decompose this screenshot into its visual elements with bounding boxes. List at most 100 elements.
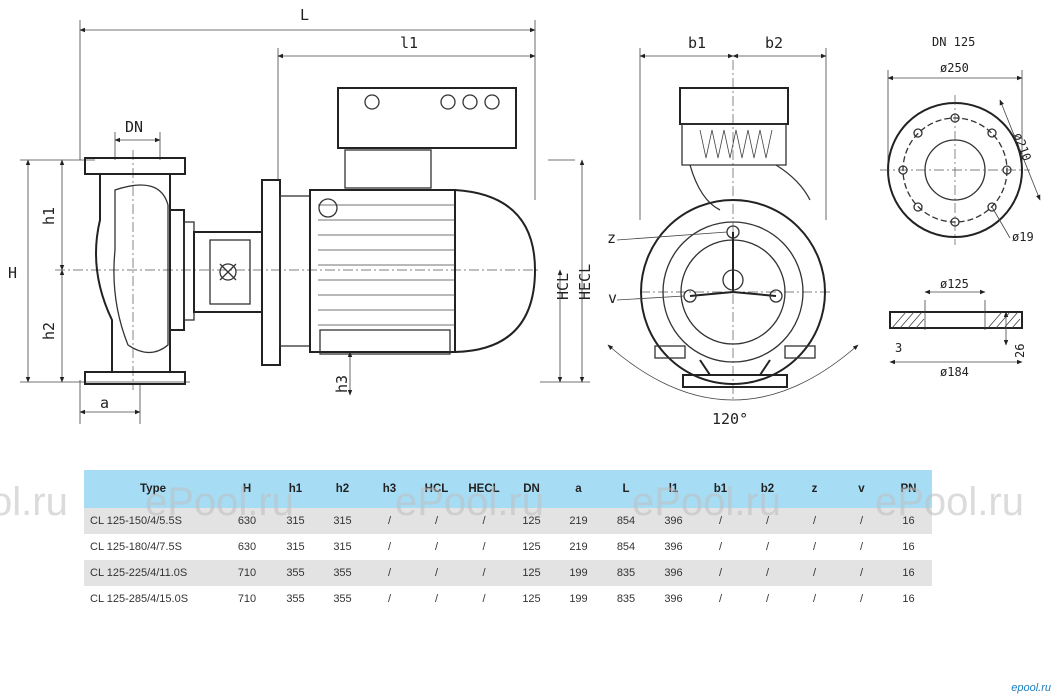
table-cell: / bbox=[482, 541, 486, 553]
table-cell: 16 bbox=[902, 541, 915, 553]
col-header: HCL bbox=[413, 470, 460, 508]
table-cell: / bbox=[765, 541, 770, 553]
col-header: PN bbox=[885, 470, 932, 508]
dim-h1-label: h1 bbox=[40, 207, 58, 225]
table-cell: 396 bbox=[664, 541, 683, 553]
table-cell: 355 bbox=[333, 593, 352, 605]
cell-type: CL 125-180/4/7.5S bbox=[90, 541, 182, 553]
dim-h2-label: h2 bbox=[40, 322, 58, 340]
table-row: CL 125-180/4/7.5S 630 315 315 / / / 125 219 854 39… bbox=[84, 534, 932, 560]
dim-h3-label: h3 bbox=[333, 375, 351, 393]
table-cell: / bbox=[859, 593, 864, 605]
table-cell: 125 bbox=[522, 541, 541, 553]
cell-type: CL 125-225/4/11.0S bbox=[84, 560, 222, 586]
table-cell: 396 bbox=[650, 560, 697, 586]
table-cell: 315 bbox=[333, 541, 352, 553]
table-cell: 355 bbox=[272, 560, 319, 586]
table-cell: 199 bbox=[569, 593, 588, 605]
col-header: b1 bbox=[697, 470, 744, 508]
dim-DN-label: DN bbox=[125, 118, 143, 136]
flange-d250: ø250 bbox=[940, 61, 969, 75]
table-cell: / bbox=[744, 508, 791, 534]
front-view: b1 b2 z v 120° bbox=[607, 34, 859, 428]
col-header: l1 bbox=[650, 470, 697, 508]
table-cell: 630 bbox=[237, 541, 257, 553]
col-header: L bbox=[602, 470, 650, 508]
table-header-row: Type H h1 h2 h3 HCL HECL DN a L l1 b1 b2… bbox=[84, 470, 932, 508]
label-v: v bbox=[608, 289, 617, 307]
corner-logo-text: epool.ru bbox=[1011, 682, 1051, 694]
flange-d210: ø210 bbox=[1011, 131, 1034, 163]
dim-H-label: H bbox=[8, 264, 17, 282]
flange-d19: ø19 bbox=[1012, 230, 1034, 244]
table-cell: 16 bbox=[885, 560, 932, 586]
col-header: b2 bbox=[744, 470, 791, 508]
table-cell: / bbox=[838, 560, 885, 586]
table-cell: / bbox=[460, 560, 508, 586]
table-cell: / bbox=[697, 508, 744, 534]
col-header: h2 bbox=[319, 470, 366, 508]
col-header: H bbox=[222, 470, 272, 508]
table-cell: / bbox=[718, 541, 723, 553]
table-cell: / bbox=[791, 508, 838, 534]
table-cell: / bbox=[838, 508, 885, 534]
table-cell: / bbox=[765, 593, 770, 605]
col-header: h3 bbox=[366, 470, 413, 508]
table-cell: / bbox=[434, 541, 439, 553]
table-cell: 219 bbox=[569, 541, 588, 553]
label-z: z bbox=[607, 229, 616, 247]
table-cell: / bbox=[482, 593, 486, 605]
table-cell: / bbox=[387, 593, 392, 605]
table-cell: 854 bbox=[602, 508, 650, 534]
table-cell: / bbox=[812, 593, 817, 605]
motor-cooling-fins bbox=[318, 204, 455, 326]
table-cell: 710 bbox=[222, 560, 272, 586]
table-cell: / bbox=[413, 560, 460, 586]
table-cell: 835 bbox=[602, 560, 650, 586]
table-cell: / bbox=[718, 593, 723, 605]
flange-detail: DN 125 ø250 ø210 ø19 ø125 bbox=[880, 35, 1041, 379]
flange-d125: ø125 bbox=[940, 277, 969, 291]
col-header: z bbox=[791, 470, 838, 508]
dim-b2-label: b2 bbox=[765, 34, 783, 52]
spec-table: Type H h1 h2 h3 HCL HECL DN a L l1 b1 b2… bbox=[84, 470, 932, 612]
table-cell: / bbox=[859, 541, 864, 553]
label-angle: 120° bbox=[712, 410, 748, 428]
table-cell: 315 bbox=[319, 508, 366, 534]
pump-dimension-drawing: L l1 DN H h1 h2 a bbox=[8, 6, 1041, 428]
table-cell: 315 bbox=[286, 541, 305, 553]
dim-a-label: a bbox=[100, 394, 109, 412]
dim-HECL-label: HECL bbox=[576, 264, 594, 300]
table-cell: 854 bbox=[616, 541, 636, 553]
table-cell: 125 bbox=[508, 508, 555, 534]
table-cell: 396 bbox=[664, 593, 683, 605]
table-cell: 16 bbox=[902, 593, 915, 605]
table-cell: / bbox=[744, 560, 791, 586]
dim-L-label: L bbox=[300, 6, 309, 24]
table-cell: 355 bbox=[286, 593, 305, 605]
dim-l1-label: l1 bbox=[400, 34, 418, 52]
cell-type: CL 125-150/4/5.5S bbox=[84, 508, 222, 534]
col-header: h1 bbox=[272, 470, 319, 508]
table-cell: 396 bbox=[650, 508, 697, 534]
table-cell: / bbox=[791, 560, 838, 586]
col-header: Type bbox=[84, 470, 222, 508]
col-header: v bbox=[838, 470, 885, 508]
table-cell: / bbox=[812, 541, 817, 553]
table-cell: / bbox=[434, 593, 439, 605]
flange-section-hatch bbox=[891, 311, 1021, 329]
table-cell: / bbox=[460, 508, 508, 534]
side-view: L l1 DN H h1 h2 a bbox=[8, 6, 594, 424]
watermark: ol.ru bbox=[0, 480, 68, 524]
table-cell: 315 bbox=[272, 508, 319, 534]
table-cell: 199 bbox=[555, 560, 602, 586]
dim-HCL-label: HCL bbox=[554, 273, 572, 300]
table-cell: 125 bbox=[522, 593, 541, 605]
col-header: DN bbox=[508, 470, 555, 508]
table-cell: / bbox=[387, 541, 392, 553]
col-header: HECL bbox=[460, 470, 508, 508]
flange-t26: 26 bbox=[1013, 344, 1027, 358]
